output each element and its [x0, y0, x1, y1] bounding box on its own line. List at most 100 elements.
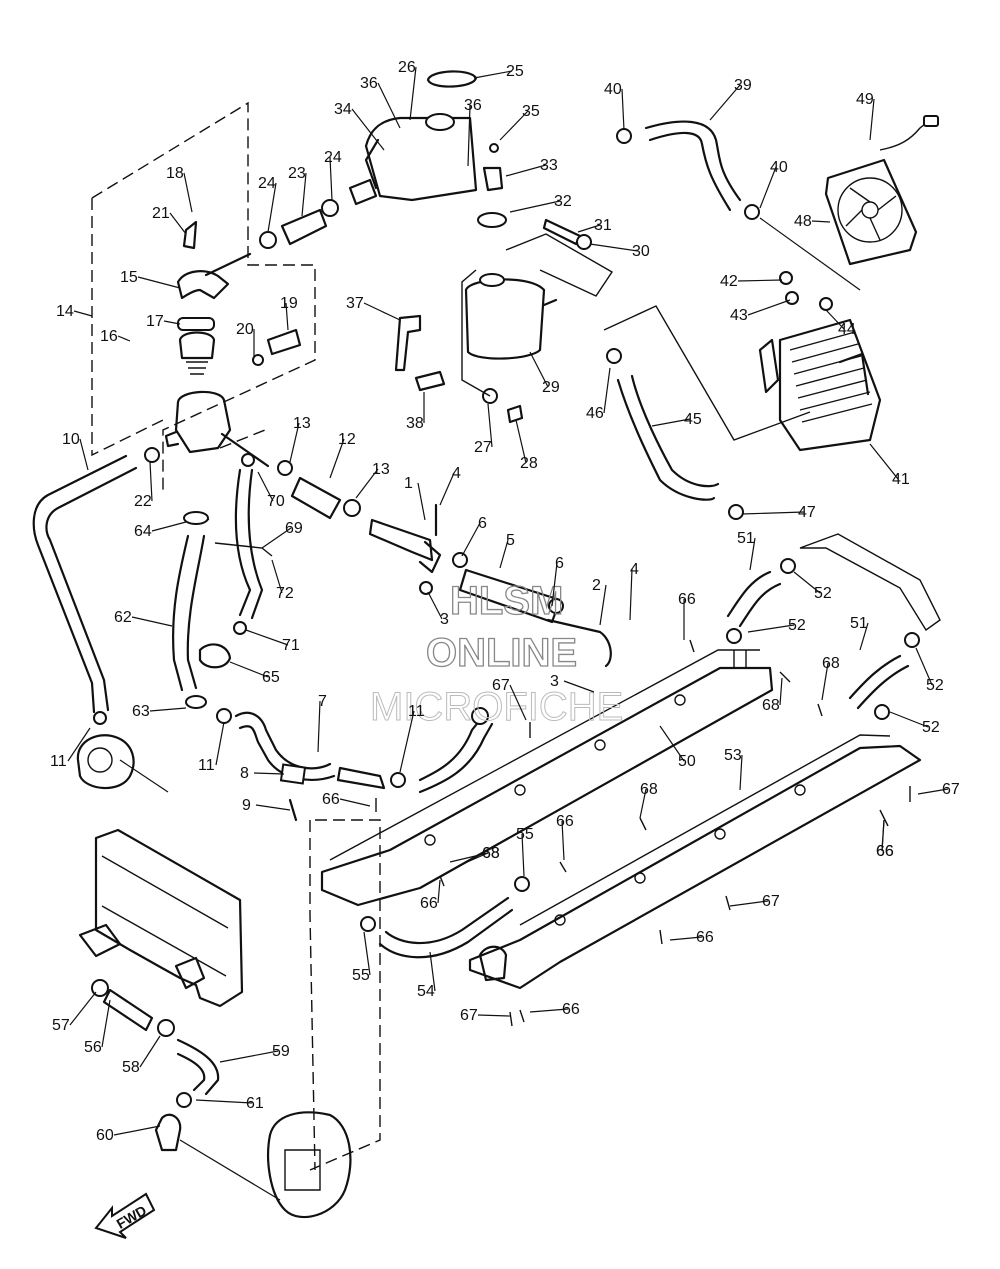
- callout-label-40: 40: [770, 159, 788, 176]
- callout-leader-51: [859, 622, 869, 651]
- callout-leader-16: [117, 335, 131, 342]
- callout-label-58: 58: [122, 1059, 140, 1076]
- callout-label-18: 18: [166, 165, 184, 182]
- callout-label-7: 7: [318, 693, 327, 710]
- heat-exchanger-53: [468, 734, 922, 990]
- callout-leader-67: [729, 900, 769, 907]
- callout-leader-66: [881, 819, 885, 852]
- callout-label-11: 11: [408, 703, 425, 720]
- callout-label-47: 47: [798, 504, 816, 521]
- callout-label-3: 3: [550, 673, 559, 690]
- callout-leader-67: [477, 1014, 511, 1017]
- callout-leader-21: [169, 212, 187, 235]
- callout-label-50: 50: [678, 753, 696, 770]
- callout-label-25: 25: [506, 63, 524, 80]
- callout-label-3: 3: [440, 611, 449, 628]
- watermark-line-2: ONLINE: [426, 631, 577, 675]
- callout-label-64: 64: [134, 523, 152, 540]
- callout-label-12: 12: [338, 431, 356, 448]
- callout-leader-36: [377, 82, 401, 129]
- upper-right-hoses: [616, 120, 861, 291]
- callout-label-66: 66: [420, 895, 438, 912]
- callout-label-28: 28: [520, 455, 538, 472]
- callout-label-36: 36: [464, 97, 482, 114]
- callout-leader-11: [67, 727, 91, 762]
- callout-label-53: 53: [724, 747, 742, 764]
- callout-label-66: 66: [556, 813, 574, 830]
- callout-leader-35: [499, 110, 529, 141]
- callout-label-51: 51: [737, 530, 755, 547]
- callout-leader-3: [427, 591, 443, 620]
- callout-label-34: 34: [334, 101, 352, 118]
- callout-label-55: 55: [516, 826, 534, 843]
- callout-label-37: 37: [346, 295, 364, 312]
- callout-label-6: 6: [555, 555, 564, 572]
- callout-leader-66: [669, 936, 703, 941]
- callout-label-56: 56: [84, 1039, 102, 1056]
- callout-leader-60: [113, 1125, 161, 1136]
- callout-leader-7: [317, 700, 321, 753]
- callout-leader-14: [73, 310, 93, 317]
- callout-leader-48: [811, 220, 831, 223]
- tank-29-group: [394, 218, 613, 424]
- callout-label-26: 26: [398, 59, 416, 76]
- callout-label-69: 69: [285, 520, 303, 537]
- fan-assembly: [824, 115, 939, 266]
- callout-label-27: 27: [474, 439, 492, 456]
- callout-leader-52: [915, 647, 933, 686]
- callout-leader-52: [889, 711, 929, 728]
- callout-leader-11: [215, 721, 225, 766]
- callout-leader-62: [131, 616, 173, 627]
- lower-left-frame: [78, 828, 244, 1008]
- callout-leader-3: [563, 680, 595, 693]
- callout-label-67: 67: [942, 781, 960, 798]
- callout-label-72: 72: [276, 585, 294, 602]
- callout-leader-27: [487, 403, 493, 448]
- callout-leader-5: [499, 539, 509, 569]
- callout-leader-30: [589, 243, 639, 252]
- callout-leader-50: [659, 725, 685, 762]
- callout-leader-53: [739, 754, 743, 791]
- callout-label-4: 4: [452, 465, 461, 482]
- callout-label-57: 57: [52, 1017, 70, 1034]
- callout-leader-24: [267, 182, 277, 233]
- callout-label-71: 71: [282, 637, 300, 654]
- callout-label-38: 38: [406, 415, 424, 432]
- callout-leader-61: [195, 1099, 253, 1104]
- callout-leader-71: [245, 629, 289, 646]
- callout-leader-6: [551, 562, 558, 607]
- callout-leader-29: [529, 351, 549, 388]
- callout-leader-68: [457, 852, 489, 867]
- hose-54-group: [360, 876, 530, 959]
- callout-label-21: 21: [152, 205, 170, 222]
- callout-label-66: 66: [322, 791, 340, 808]
- callout-leader-33: [505, 164, 547, 177]
- callout-leader-46: [603, 367, 611, 414]
- callout-leader-67: [917, 788, 949, 795]
- callout-label-66: 66: [876, 843, 894, 860]
- callout-label-43: 43: [730, 307, 748, 324]
- callout-label-2: 2: [592, 577, 601, 594]
- callout-label-51: 51: [850, 615, 868, 632]
- callout-label-54: 54: [417, 983, 435, 1000]
- rivets: [375, 639, 911, 1027]
- callout-label-55: 55: [352, 967, 370, 984]
- callout-leader-54: [429, 951, 436, 992]
- callout-leader-40: [621, 88, 625, 131]
- callout-label-52: 52: [926, 677, 944, 694]
- callout-leader-72: [271, 559, 283, 594]
- callout-label-6: 6: [478, 515, 487, 532]
- thermostat-housing-group: [144, 220, 302, 468]
- callout-label-24: 24: [324, 149, 342, 166]
- callout-leader-41: [869, 443, 899, 480]
- assembly-boundaries: [91, 101, 381, 1171]
- hose-51-group: [726, 533, 941, 720]
- callout-leader-1: [417, 482, 426, 521]
- callout-label-39: 39: [734, 77, 752, 94]
- callout-label-14: 14: [56, 303, 74, 320]
- callout-leader-26: [409, 66, 417, 121]
- callout-leader-31: [577, 224, 601, 233]
- callout-label-9: 9: [242, 797, 251, 814]
- callout-label-11: 11: [198, 757, 215, 774]
